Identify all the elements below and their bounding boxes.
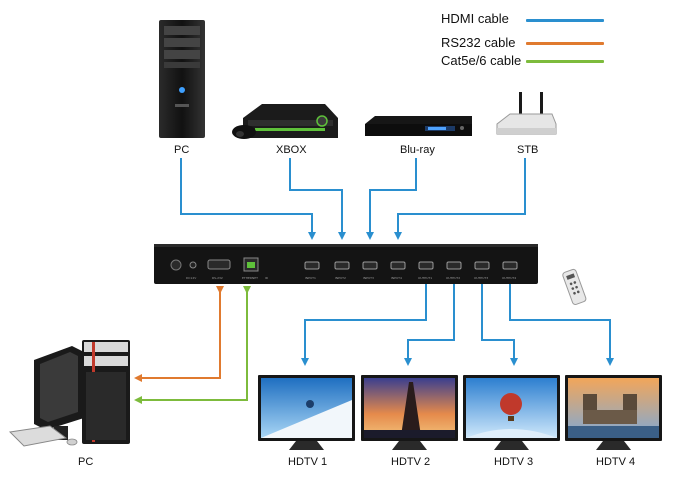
- port-label-input2: INPUT2: [335, 276, 346, 280]
- ir-port-label: IR: [265, 276, 268, 280]
- router-set-top-box-icon: [496, 92, 557, 135]
- hdtv-2-label: HDTV 2: [391, 456, 431, 468]
- ethernet-port-label: ETHERNET: [242, 276, 258, 280]
- hdtv-3-label: HDTV 3: [494, 456, 534, 468]
- legend-hdmi-label: HDMI cable: [441, 11, 509, 26]
- desktop-computer-icon: [8, 340, 130, 447]
- port-label-input3: INPUT3: [363, 276, 374, 280]
- control-pc-label: PC: [78, 456, 94, 468]
- television-icon: [361, 375, 458, 450]
- port-label-input4: INPUT4: [391, 276, 402, 280]
- port-label-input1: INPUT1: [305, 276, 316, 280]
- hdtv-1-label: HDTV 1: [288, 456, 328, 468]
- desktop-tower-icon: [159, 20, 205, 138]
- rs232-port-label: RS-232: [212, 276, 223, 280]
- television-icon: [565, 375, 662, 450]
- television-icon: [258, 375, 355, 450]
- legend-rs232-label: RS232 cable: [441, 35, 516, 50]
- hdmi-matrix-switcher: [154, 244, 538, 284]
- television-icon: [463, 375, 560, 450]
- bluray-player-icon: [365, 116, 472, 136]
- dc-port-label: DC12V: [186, 276, 197, 280]
- legend-hdmi-swatch: [526, 19, 604, 22]
- port-label-output1: OUTPUT1: [418, 276, 433, 280]
- legend-cat5-label: Cat5e/6 cable: [441, 53, 522, 68]
- ir-remote-icon: [562, 268, 587, 305]
- hdmi-output-lines: [301, 284, 614, 366]
- source-stb-label: STB: [517, 144, 539, 156]
- port-label-output2: OUTPUT2: [446, 276, 461, 280]
- legend-rs232-swatch: [526, 42, 604, 45]
- port-label-output3: OUTPUT3: [474, 276, 489, 280]
- game-console-icon: [232, 104, 338, 139]
- rs232-line: [134, 286, 224, 382]
- source-bluray-label: Blu-ray: [400, 144, 435, 156]
- source-pc-label: PC: [174, 144, 190, 156]
- port-label-output4: OUTPUT4: [502, 276, 517, 280]
- source-xbox-label: XBOX: [276, 144, 307, 156]
- legend-cat5-swatch: [526, 60, 604, 63]
- hdtv-4-label: HDTV 4: [596, 456, 636, 468]
- hdmi-input-lines: [180, 158, 526, 240]
- tv-group: [258, 375, 662, 450]
- cat5-line: [134, 286, 251, 404]
